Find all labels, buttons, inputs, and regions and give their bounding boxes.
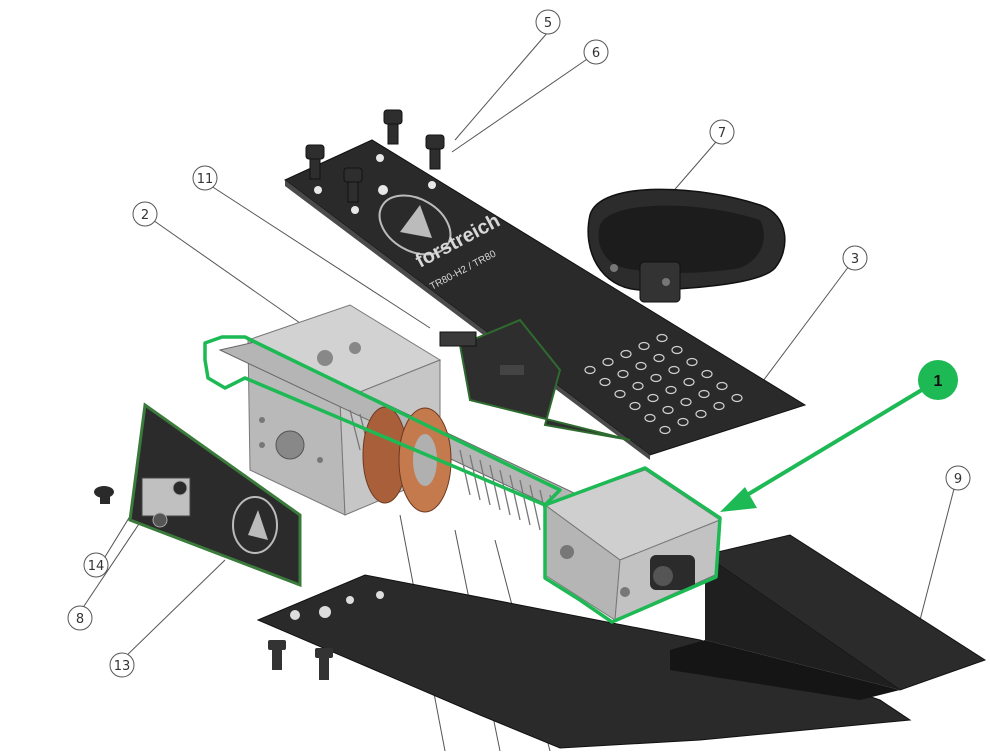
top-screws — [305, 109, 445, 203]
bottom-plate — [256, 574, 912, 749]
side-pcb-plate — [128, 402, 302, 588]
highlight-outline — [203, 335, 722, 624]
highlight-callout-badge: 1 — [918, 360, 958, 400]
callout-14: 14 — [88, 559, 105, 574]
callout-2: 2 — [141, 208, 149, 223]
highlight-callout-text: 1 — [934, 373, 943, 390]
callout-11: 11 — [197, 172, 214, 187]
callout-9: 9 — [954, 472, 962, 487]
top-perforated-plate: forstreich TR80-H2 / TR80 — [284, 139, 807, 460]
callout-circles — [67, 9, 971, 678]
highlight-arrow — [720, 383, 932, 512]
callout-8: 8 — [76, 612, 84, 627]
mount-bracket — [439, 318, 631, 441]
callout-7: 7 — [718, 126, 726, 141]
callout-6: 6 — [592, 46, 600, 61]
wedge-block — [670, 534, 987, 700]
callout-5: 5 — [544, 16, 552, 31]
callout-3: 3 — [851, 252, 859, 267]
small-screw — [94, 486, 114, 504]
callout-13: 13 — [114, 659, 131, 674]
strap — [587, 188, 786, 303]
